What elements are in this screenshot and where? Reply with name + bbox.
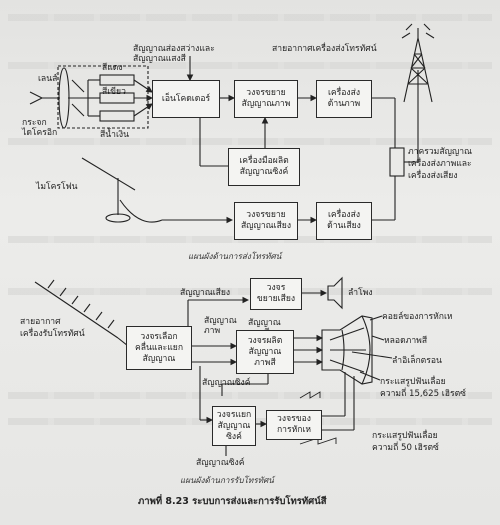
deflection-label: วงจรของ การหักเห (276, 414, 312, 435)
background-text-row (8, 62, 492, 69)
label-red: สีแดง (102, 63, 123, 73)
label-dichroic-mirror: กระจก ไดโครอิก (22, 118, 58, 138)
video-tx-box: เครื่องส่ง ด้านภาพ (316, 80, 372, 118)
background-text-row (8, 392, 492, 399)
label-audio-signal: สัญญาณเสียง (180, 288, 231, 298)
receiver-caption: แผนผังด้านการรับโทรทัศน์ (180, 475, 274, 485)
label-rx-antenna: สายอากาศ เครื่องรับโทรทัศน์ (20, 317, 85, 339)
label-sync-signal: สัญญาณซิงค์ (202, 378, 251, 388)
rx-audio-amp-box: วงจร ขยายเสียง (250, 278, 302, 310)
rx-audio-amp-label: วงจร ขยายเสียง (256, 283, 296, 304)
label-speaker: ลำโพง (348, 288, 373, 298)
encoder-label: เอ็นโคดเดอร์ (161, 93, 211, 104)
selector-label: วงจรเลือก คลื่นและแยก สัญญาณ (134, 331, 184, 364)
deflection-box: วงจรของ การหักเห (266, 410, 322, 440)
audio-tx-box: เครื่องส่ง ด้านเสียง (316, 202, 372, 240)
audio-amp-box: วงจรขยาย สัญญาณเสียง (234, 202, 298, 240)
color-decoder-label: วงจรผลิต สัญญาณ ภาพสี (247, 335, 283, 368)
sync-separator-label: วงจรแยก สัญญาณ ซิงค์ (216, 409, 252, 442)
label-combiner: ภาครวมสัญญาณ เครื่องส่งภาพและ เครื่องส่ง… (408, 147, 473, 181)
audio-tx-label: เครื่องส่ง ด้านเสียง (327, 210, 361, 231)
background-text-row (8, 138, 492, 145)
label-sync-signal-bottom: สัญญาณซิงค์ (196, 458, 245, 468)
label-luminance-chroma: สัญญาณส่องสว่างและ สัญญาณแสงสี (133, 44, 215, 64)
transmitter-caption: แผนผังด้านการส่งโทรทัศน์ (188, 251, 282, 261)
label-video-signal: สัญญาณ ภาพ (204, 316, 237, 336)
label-vertical-sawtooth: กระแสรูปฟันเลื่อย ความถี่ 50 เฮิรตซ์ (372, 431, 439, 453)
figure-caption: ภาพที่ 8.23 ระบบการส่งและการรับโทรทัศน์ส… (138, 496, 327, 507)
video-amp-label: วงจรขยาย สัญญาณภาพ (241, 88, 291, 109)
lens-shape (58, 67, 70, 129)
selector-box: วงจรเลือก คลื่นและแยก สัญญาณ (126, 326, 192, 370)
color-decoder-box: วงจรผลิต สัญญาณ ภาพสี (236, 330, 294, 374)
label-tx-antenna: สายอากาศเครื่องส่งโทรทัศน์ (272, 44, 377, 54)
label-microphone: ไมโครโฟน (36, 182, 78, 192)
sync-generator-label: เครื่องมือผลิต สัญญาณซิงค์ (239, 156, 289, 177)
label-color-crt: หลอดภาพสี (384, 336, 428, 346)
audio-amp-label: วงจรขยาย สัญญาณเสียง (240, 210, 292, 231)
label-deflection-yoke: คอยล์ของการหักเห (382, 312, 453, 322)
video-amp-box: วงจรขยาย สัญญาณภาพ (234, 80, 298, 118)
label-green: สีเขียว (102, 87, 126, 97)
video-tx-label: เครื่องส่ง ด้านภาพ (327, 88, 361, 109)
sync-generator-box: เครื่องมือผลิต สัญญาณซิงค์ (228, 148, 300, 186)
background-text-row (8, 14, 492, 21)
label-electron-beam: ลำอิเล็กตรอน (392, 356, 442, 366)
sync-separator-box: วงจรแยก สัญญาณ ซิงค์ (212, 406, 256, 446)
encoder-box: เอ็นโคดเดอร์ (152, 80, 220, 118)
label-lens: เลนส์ (38, 74, 58, 84)
label-horizontal-sawtooth: กระแสรูปฟันเลื่อย ความถี่ 15,625 เฮิรตซ์ (380, 377, 467, 399)
label-blue: สีน้ำเงิน (100, 130, 129, 140)
